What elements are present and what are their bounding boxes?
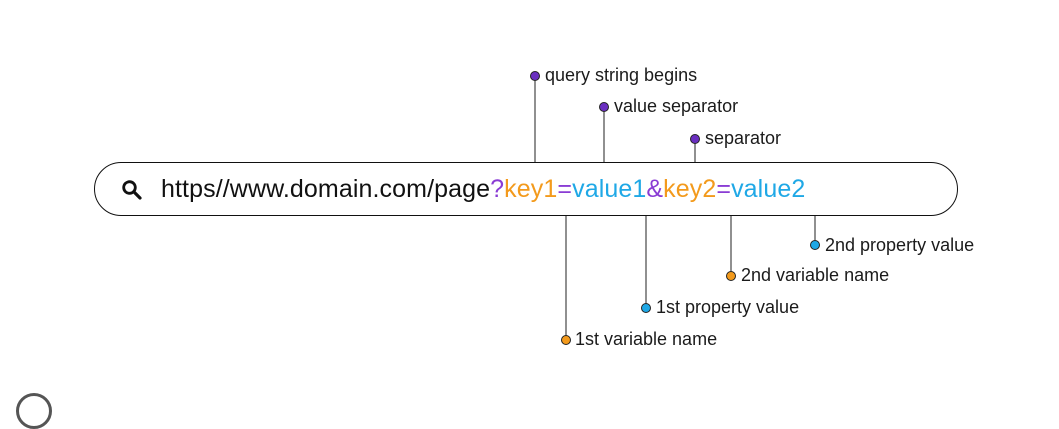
label-1st-variable-name: 1st variable name (575, 329, 718, 349)
dot-2nd-property-value (810, 240, 820, 250)
dot-separator (690, 134, 700, 144)
url-bar[interactable]: https//www.domain.com/page?key1=value1&k… (94, 162, 958, 216)
url-base: https//www.domain.com/page (161, 175, 491, 203)
dot-2nd-variable-name (726, 271, 736, 281)
url-equals-2: = (716, 175, 732, 203)
url-text[interactable]: https//www.domain.com/page?key1=value1&k… (161, 174, 805, 204)
corner-circle-icon (16, 393, 52, 429)
label-value-separator: value separator (614, 96, 739, 116)
label-1st-property-value: 1st property value (656, 297, 800, 317)
url-key1: key1 (504, 175, 558, 203)
query-start-symbol: ? (490, 175, 505, 203)
url-value1: value1 (572, 175, 647, 203)
query-string-diagram: https//www.domain.com/page?key1=value1&k… (16, 65, 975, 429)
label-query-string-begins: query string begins (545, 65, 698, 85)
url-key2: key2 (663, 175, 717, 203)
url-value2: value2 (731, 175, 806, 203)
search-icon[interactable] (121, 179, 143, 201)
url-ampersand: & (646, 175, 664, 203)
dot-query-begins (530, 71, 540, 81)
dot-value-separator (599, 102, 609, 112)
leader-lines (534, 77, 816, 337)
label-2nd-property-value: 2nd property value (825, 235, 975, 255)
dot-1st-property-value (641, 303, 651, 313)
dot-1st-variable-name (561, 335, 571, 345)
url-equals-1: = (557, 175, 573, 203)
label-separator: separator (705, 128, 782, 148)
label-2nd-variable-name: 2nd variable name (741, 265, 890, 285)
